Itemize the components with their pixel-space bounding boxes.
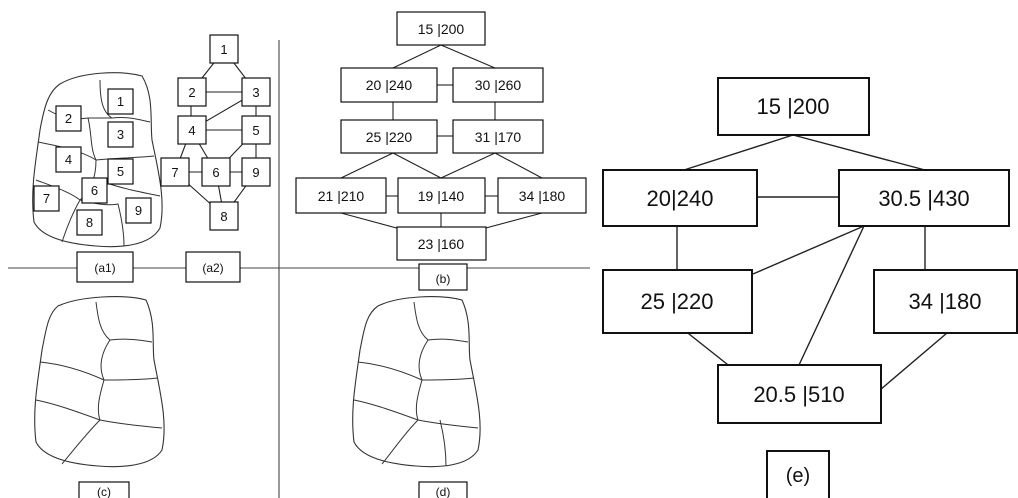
graph-node-label-15-200: 15 |200 — [418, 21, 465, 37]
graph-node-e-20-5-510 — [717, 364, 882, 424]
graph-node-label-31-170: 31 |170 — [475, 129, 522, 145]
graph-node-label-21-210: 21 |210 — [318, 188, 365, 204]
caption-a1: (a1) — [94, 261, 115, 275]
region-label-6: 6 — [91, 183, 98, 198]
graph-node-label-9: 9 — [252, 165, 259, 180]
graph-node-label-23-160: 23 |160 — [418, 236, 465, 252]
region-label-9: 9 — [135, 203, 142, 218]
graph-node-label-30-260: 30 |260 — [475, 77, 522, 93]
region-box-4 — [55, 146, 82, 173]
graph-node-e-30-5-430 — [838, 169, 1010, 227]
region-label-3: 3 — [117, 127, 124, 142]
graph-node-label-e-34-180: 34 |180 — [908, 289, 981, 314]
graph-node-label-4: 4 — [188, 123, 195, 138]
graph-node-label-1: 1 — [220, 42, 227, 57]
region-label-4: 4 — [65, 152, 72, 167]
graph-node-34-180 — [497, 177, 587, 214]
graph-node-31-170 — [452, 119, 544, 154]
graph-node-3 — [241, 77, 271, 107]
caption-box-e — [766, 450, 830, 498]
graph-node-5 — [241, 115, 271, 145]
merged-region-d — [352, 296, 481, 468]
graph-node-30-260 — [452, 67, 544, 103]
graph-node-7 — [160, 157, 190, 187]
graph-node-label-7: 7 — [171, 165, 178, 180]
graph-node-label-34-180: 34 |180 — [519, 188, 566, 204]
graph-node-15-200 — [396, 11, 486, 46]
caption-box-c — [78, 481, 130, 498]
graph-node-19-140 — [397, 177, 486, 214]
graph-node-label-e-20-5-510: 20.5 |510 — [753, 382, 844, 407]
graph-node-label-3: 3 — [252, 85, 259, 100]
caption-a2: (a2) — [202, 261, 223, 275]
caption-box-a1 — [76, 251, 134, 283]
region-labels-a1: 1 2 3 4 5 6 7 8 9 — [33, 88, 152, 236]
graph-node-2 — [177, 77, 207, 107]
caption-d: (d) — [436, 485, 451, 498]
graph-node-e-15-200 — [717, 77, 870, 136]
graph-node-21-210 — [295, 177, 387, 214]
region-label-5: 5 — [117, 164, 124, 179]
region-box-2 — [55, 105, 82, 132]
graph-node-20-240 — [340, 67, 438, 103]
region-box-9 — [125, 197, 152, 224]
graph-node-label-e-15-200: 15 |200 — [756, 94, 829, 119]
graph-node-label-25-220: 25 |220 — [366, 129, 413, 145]
graph-node-e-25-220 — [602, 269, 753, 334]
graph-node-label-e-25-220: 25 |220 — [640, 289, 713, 314]
caption-e: (e) — [786, 465, 810, 487]
graph-node-9 — [241, 157, 271, 187]
merged-region-c — [34, 296, 165, 468]
graph-node-8 — [209, 201, 239, 231]
region-label-1: 1 — [117, 94, 124, 109]
graph-node-23-160 — [396, 226, 487, 261]
caption-box-a2 — [185, 251, 241, 283]
graph-node-e-34-180 — [873, 269, 1018, 334]
graph-node-1 — [209, 34, 239, 64]
graph-node-4 — [177, 115, 207, 145]
graph-node-label-2: 2 — [188, 85, 195, 100]
region-box-1 — [107, 88, 134, 115]
region-nodes-a2: 1 2 3 4 5 7 6 9 8 — [160, 34, 271, 231]
graph-node-label-19-140: 19 |140 — [418, 188, 465, 204]
graph-node-label-20-240: 20 |240 — [366, 77, 413, 93]
graph-node-label-e-30-5-430: 30.5 |430 — [878, 186, 969, 211]
region-graph-b — [340, 44, 543, 241]
region-box-8 — [76, 209, 103, 236]
graph-node-25-220 — [340, 119, 438, 154]
region-label-8: 8 — [86, 215, 93, 230]
graph-node-label-e-20-240: 20|240 — [647, 186, 714, 211]
graph-node-label-8: 8 — [220, 209, 227, 224]
region-box-3 — [107, 121, 134, 148]
region-box-5 — [107, 158, 134, 185]
graph-node-label-5: 5 — [252, 123, 259, 138]
region-nodes-b: 15 |200 20 |240 30 |260 25 |220 31 |170 … — [295, 11, 587, 261]
graph-node-6 — [201, 157, 231, 187]
caption-b: (b) — [436, 272, 451, 286]
region-box-7 — [33, 185, 60, 212]
region-box-6 — [81, 177, 108, 204]
caption-box-d — [418, 481, 468, 498]
region-label-7: 7 — [43, 191, 50, 206]
graph-node-label-6: 6 — [212, 165, 219, 180]
region-nodes-e: 15 |200 20|240 30.5 |430 25 |220 34 |180… — [602, 77, 1018, 424]
graph-node-e-20-240 — [602, 169, 758, 227]
region-label-2: 2 — [65, 111, 72, 126]
caption-c: (c) — [97, 485, 111, 498]
caption-box-b — [418, 263, 468, 291]
